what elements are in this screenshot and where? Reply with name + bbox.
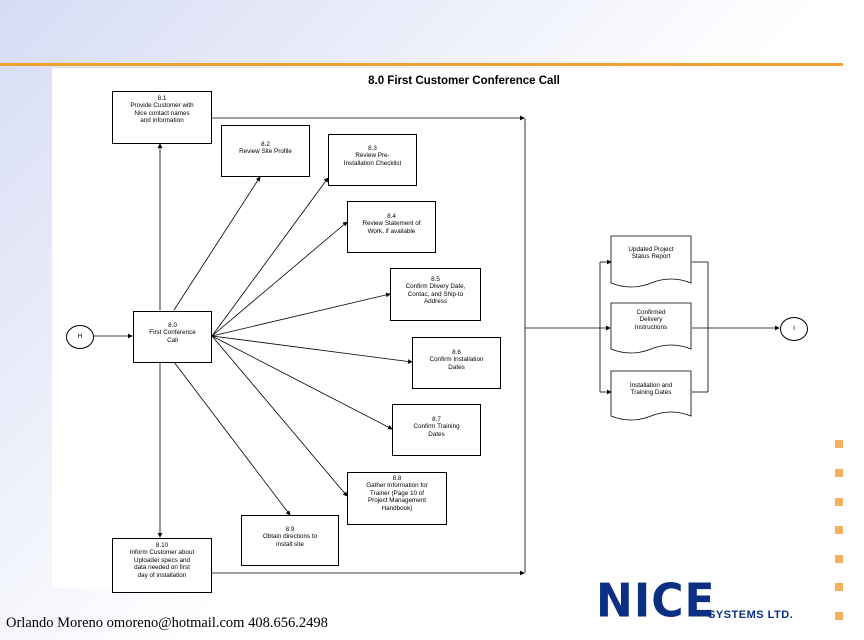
decor-square [835, 498, 843, 506]
document-shape [610, 302, 692, 354]
task-number: 8.7 [432, 416, 441, 423]
decor-square [835, 526, 843, 534]
task-label: Review Pre- Installation Checklist [343, 152, 402, 167]
decor-square [835, 469, 843, 477]
task-label: Confirm Dlivery Date, Contac, and Ship-t… [405, 283, 466, 306]
task-label: First Conference Call [149, 329, 196, 344]
task-label: Provide Customer with Nice contact names… [130, 102, 194, 125]
author-contact: Orlando Moreno omoreno@hotmail.com 408.6… [6, 615, 328, 631]
task-label: Review Site Profile [239, 148, 292, 156]
task-number: 8.1 [157, 95, 167, 102]
decor-square [835, 583, 843, 591]
start-connector: H [66, 325, 94, 349]
header-rule [0, 63, 843, 66]
task-number: 8.10 [155, 542, 169, 549]
task-label: Gather Information for Trainer (Page 10 … [366, 482, 428, 512]
task-number: 8.4 [387, 213, 396, 220]
task-label: Review Statement of Work, if available [362, 220, 421, 235]
task-box-8-6: 8.6 Confirm Installation Dates [412, 337, 501, 389]
task-number: 8.2 [261, 141, 270, 148]
diagram-title: 8.0 First Customer Conference Call [368, 75, 560, 87]
task-box-8-2: 8.2 Review Site Profile [221, 125, 310, 177]
task-box-8-5: 8.5 Confirm Dlivery Date, Contac, and Sh… [390, 268, 481, 321]
task-box-8-8: 8.8 Gather Information for Trainer (Page… [347, 472, 447, 525]
task-number: 8.0 [168, 322, 177, 329]
document-shape [610, 235, 692, 288]
document-label: Installation and Training Dates [629, 382, 673, 397]
task-box-8-3: 8.3 Review Pre- Installation Checklist [328, 134, 417, 186]
task-number: 8.3 [368, 145, 377, 152]
decor-square [835, 612, 843, 620]
end-connector: I [780, 317, 808, 341]
task-number: 8.8 [392, 475, 402, 482]
document-label: Updated Project Status Report [628, 246, 674, 261]
task-box-8-4: 8.4 Review Statement of Work, if availab… [347, 201, 436, 253]
task-box-8-9: 8.9 Obtain directions to install site [241, 515, 339, 566]
task-label: Inform Customer about Uploader specs and… [129, 549, 195, 579]
task-number: 8.5 [431, 276, 440, 283]
central-task-box: 8.0 First Conference Call [133, 311, 212, 363]
task-label: Confirm Training Dates [413, 423, 460, 438]
task-number: 8.9 [285, 526, 295, 533]
task-label: Confirm Installation Dates [429, 356, 484, 371]
task-number: 8.6 [452, 349, 461, 356]
logo-wordmark: NICE [596, 574, 716, 629]
task-box-8-10: 8.10 Inform Customer about Uploader spec… [112, 538, 212, 593]
task-box-8-1: 8.1 Provide Customer with Nice contact n… [112, 91, 212, 144]
decor-square [835, 555, 843, 563]
decor-square [835, 440, 843, 448]
task-label: Obtain directions to install site [262, 533, 318, 548]
task-box-8-7: 8.7 Confirm Training Dates [392, 404, 481, 456]
document-shape [610, 370, 692, 421]
document-label: Confirmed Delivery Instructions [634, 309, 668, 331]
logo-subtitle: SYSTEMS LTD. [708, 609, 794, 621]
